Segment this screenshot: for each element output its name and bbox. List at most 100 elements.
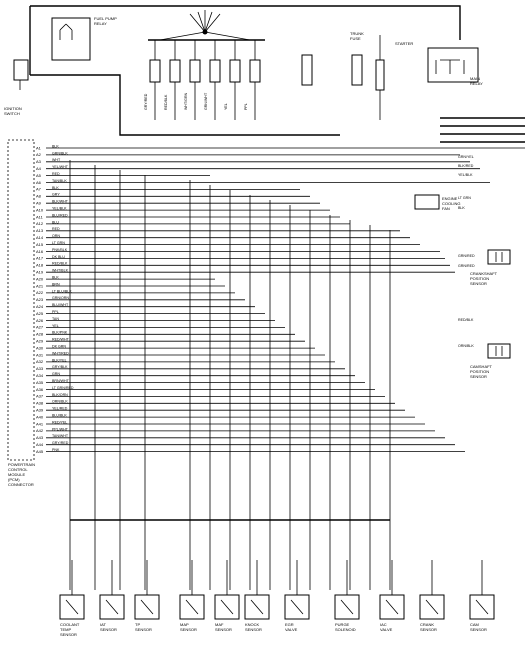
pcm-pin-13: A14 xyxy=(36,235,44,240)
bottom-component-label-1-1: SENSOR xyxy=(100,627,117,632)
bottom-components: COOLANTTEMPSENSORIATSENSORTPSENSORMAPSEN… xyxy=(59,560,495,637)
right-wire-label-2: YEL/BLK xyxy=(458,173,473,177)
pcm-pin-17: A18 xyxy=(36,263,44,268)
splice-star xyxy=(159,10,251,41)
pcm-pin-31: A32 xyxy=(36,359,44,364)
injector-wire-label-1: RED/BLK xyxy=(164,94,168,110)
pcm-wire-label-38: YEL/RED xyxy=(52,407,68,411)
pcm-pin-29: A30 xyxy=(36,345,44,350)
bottom-component-box-9 xyxy=(419,594,445,620)
pcm-wire-label-23: BLU/WHT xyxy=(52,303,69,307)
pcm-pin-21: A22 xyxy=(36,290,44,295)
trunk-fuse: TRUNK FUSE xyxy=(301,31,364,86)
pcm-pin-4: A5 xyxy=(36,173,42,178)
bottom-component-symbol-0 xyxy=(65,560,79,615)
pcm-pin-38: A39 xyxy=(36,408,44,413)
right-top-wires xyxy=(440,117,525,143)
pcm-pin-37: A38 xyxy=(36,401,44,406)
bottom-component-label-4-1: SENSOR xyxy=(215,627,232,632)
bottom-component-label-8-0: IAC xyxy=(380,622,387,627)
trunk-fuse-label-line-0: TRUNK xyxy=(350,31,364,36)
bottom-component-label-0-2: SENSOR xyxy=(60,632,77,637)
pcm-pin-43: A44 xyxy=(36,442,44,447)
pcm-pin-34: A35 xyxy=(36,380,44,385)
pcm-wire-label-26: YEL xyxy=(52,324,59,328)
pcm-wire-label-20: BRN xyxy=(52,282,60,286)
pcm-wire-label-19: BLK xyxy=(52,276,59,280)
injector-wire-label-2: WHT/GRN xyxy=(184,92,188,110)
ignition-switch-label-line-0: IGNITION xyxy=(4,106,22,111)
right-wire-label-3: LT GRN xyxy=(458,196,471,200)
bottom-component-label-5-0: KNOCK xyxy=(245,622,260,627)
bottom-component-symbol-9 xyxy=(425,560,439,615)
right-wire-label-6: GRN/RED xyxy=(458,264,475,268)
pcm-wire-label-39: BLU/BLK xyxy=(52,414,67,418)
bottom-component-label-8-1: VALVE xyxy=(380,627,393,632)
pcm-wire-label-15: PNK/BLK xyxy=(52,248,68,252)
bottom-component-symbol-10 xyxy=(475,560,489,615)
pcm-label-line-2: MODULE xyxy=(8,472,25,477)
bottom-component-label-3-0: MAP xyxy=(180,622,189,627)
pcm-pin-12: A13 xyxy=(36,228,44,233)
pcm-wire-label-11: BLU xyxy=(52,220,59,224)
engine-cooling-fan: ENGINE COOLING FAN xyxy=(414,194,460,211)
pcm-wire-label-0: BLK xyxy=(52,144,59,148)
pcm-pin-35: A36 xyxy=(36,387,44,392)
pcm-wire-label-10: BLU/RED xyxy=(52,213,68,217)
pcm-pin-2: A3 xyxy=(36,159,42,164)
pcm-pin-40: A41 xyxy=(36,421,44,426)
pcm-wire-label-44: PNK xyxy=(52,448,60,452)
pcm-label-line-3: (PCM) xyxy=(8,477,20,482)
pcm-wire-label-13: ORN xyxy=(52,234,60,238)
engine-cooling-fan-label-line-2: FAN xyxy=(442,206,450,211)
pcm-pin-44: A45 xyxy=(36,449,44,454)
pcm-pin-36: A37 xyxy=(36,394,44,399)
pcm-wire-label-6: BLK xyxy=(52,186,59,190)
fuel-pump-relay-label-line-1: RELAY xyxy=(94,21,107,26)
engine-cooling-fan-label-line-1: COOLING xyxy=(442,201,460,206)
pcm-wire-label-25: TAN xyxy=(52,317,59,321)
pcm-wire-label-32: GRY/BLK xyxy=(52,365,68,369)
pcm-pin-28: A29 xyxy=(36,339,44,344)
pcm-pin-1: A2 xyxy=(36,152,42,157)
main-relay: MAIN RELAY xyxy=(427,47,483,86)
pcm-wire-label-29: DK GRN xyxy=(52,345,66,349)
pcm-pin-27: A28 xyxy=(36,332,44,337)
cam-sensor-label-line-2: SENSOR xyxy=(470,374,487,379)
pcm-pin-3: A4 xyxy=(36,166,42,171)
pcm-wire-label-12: RED xyxy=(52,227,60,231)
bottom-component-label-1-0: IAT xyxy=(100,622,106,627)
starter: STARTER xyxy=(375,35,413,120)
pcm-pin-42: A43 xyxy=(36,435,44,440)
right-wire-label-8: ORN/BLK xyxy=(458,344,474,348)
pcm-wire-label-9: YEL/BLK xyxy=(52,207,67,211)
pcm-wire-label-18: WHT/BLK xyxy=(52,269,69,273)
bottom-component-label-7-0: PURGE xyxy=(335,622,350,627)
bottom-component-label-2-1: SENSOR xyxy=(135,627,152,632)
pcm-pin-24: A25 xyxy=(36,311,44,316)
bottom-component-label-9-1: SENSOR xyxy=(420,627,437,632)
bottom-component-label-2-0: TP xyxy=(135,622,140,627)
bottom-component-label-0-1: TEMP xyxy=(60,627,71,632)
bottom-component-label-6-1: VALVE xyxy=(285,627,298,632)
right-wire-label-1: BLK/RED xyxy=(458,164,474,168)
pcm-wire-label-36: BLK/ORN xyxy=(52,393,68,397)
pcm-wire-label-8: BLK/WHT xyxy=(52,200,69,204)
bottom-component-label-6-0: EGR xyxy=(285,622,294,627)
pcm-wire-label-1: GRN/BLK xyxy=(52,151,68,155)
bottom-component-symbol-2 xyxy=(140,560,154,615)
crank-sensor-label-line-2: SENSOR xyxy=(470,281,487,286)
pcm-pin-41: A42 xyxy=(36,428,44,433)
bottom-component-symbol-4 xyxy=(220,560,234,615)
pcm-pin-5: A6 xyxy=(36,180,42,185)
pcm-pin-7: A8 xyxy=(36,194,42,199)
pcm-pin-20: A21 xyxy=(36,283,44,288)
